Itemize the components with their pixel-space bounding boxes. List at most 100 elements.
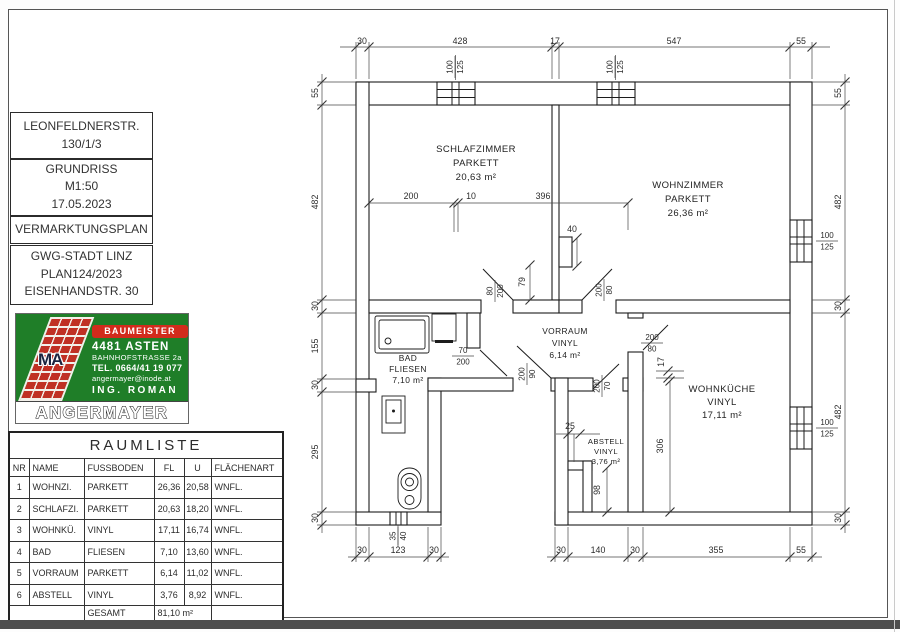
dim-label: 30 bbox=[630, 545, 640, 555]
page-bottom-bar bbox=[0, 620, 900, 629]
door-size-label: 70 200 bbox=[452, 346, 474, 367]
room-area: 7,10 m² bbox=[392, 375, 423, 385]
title-block-doc: GRUNDRISS M1:50 17.05.2023 bbox=[10, 158, 153, 216]
logo-email: angermayer@inode.at bbox=[92, 374, 172, 383]
dim-label: 98 bbox=[592, 485, 602, 495]
cell-u: 8,92 bbox=[183, 583, 212, 606]
dim-label: 396 bbox=[536, 191, 551, 201]
window-size-label: 100 125 bbox=[606, 56, 625, 78]
table-row: 5 VORRAUM PARKETT 6,14 11,02 WNFL. bbox=[8, 562, 284, 585]
logo-phone: TEL. 0664/41 19 077 bbox=[92, 363, 183, 373]
dim-label: 30 bbox=[556, 545, 566, 555]
dim-label: 40 bbox=[567, 224, 577, 234]
window-size-label: 100 125 bbox=[816, 418, 838, 439]
room-floor: VINYL bbox=[552, 338, 578, 348]
room-floor: VINYL bbox=[707, 397, 736, 408]
room-floor: PARKETT bbox=[665, 194, 711, 205]
client-line2: PLAN124/2023 bbox=[40, 266, 123, 281]
table-row: 1 WOHNZI. PARKETT 26,36 20,58 WNFL. bbox=[8, 476, 284, 499]
room-name: ABSTELL bbox=[588, 437, 624, 446]
logo-owner: ING. ROMAN bbox=[92, 385, 179, 396]
room-floor: FLIESEN bbox=[389, 364, 427, 374]
dim-label: 30 bbox=[833, 301, 843, 311]
address-line1: LEONFELDNERSTR. bbox=[23, 119, 140, 133]
door-size-label: 200 70 bbox=[593, 375, 612, 397]
dim-label: 55 bbox=[796, 36, 806, 46]
title-block-address: LEONFELDNERSTR. 130/1/3 bbox=[10, 112, 153, 159]
washbasin-icon bbox=[431, 313, 457, 343]
vent-size-label: 35 40 bbox=[389, 527, 408, 545]
window-size-label: 100 125 bbox=[816, 231, 838, 252]
window-width: 100 bbox=[820, 418, 834, 427]
dim-label: 547 bbox=[667, 36, 682, 46]
room-name: SCHLAFZIMMER bbox=[436, 144, 516, 155]
door-width: 70 bbox=[459, 346, 468, 355]
bathtub-icon bbox=[374, 315, 430, 354]
opening-size-labels: 100 125 100 125 100 125 100 125 35 bbox=[389, 56, 838, 545]
room-area: 17,11 m² bbox=[702, 410, 742, 421]
door-width: 200 bbox=[645, 333, 659, 342]
window-height: 125 bbox=[616, 60, 625, 74]
window-height: 125 bbox=[820, 243, 834, 252]
dim-label: 30 bbox=[310, 513, 320, 523]
plan-usage: VERMARKTUNGSPLAN bbox=[15, 222, 148, 237]
window-height: 125 bbox=[820, 430, 834, 439]
logo-city: 4481 ASTEN bbox=[92, 341, 170, 353]
dim-label: 25 bbox=[565, 421, 575, 431]
door-size-label: 200 90 bbox=[518, 363, 537, 385]
room-floor: VINYL bbox=[594, 447, 618, 456]
table-row: 3 WOHNKÜ. VINYL 17,11 16,74 WNFL. bbox=[8, 519, 284, 542]
logo-contact-block: 4481 ASTEN BAHNHOFSTRASSE 2a TEL. 0664/4… bbox=[92, 341, 186, 397]
dim-label: 123 bbox=[391, 545, 406, 555]
door-height: 200 bbox=[456, 358, 470, 367]
door-height: 200 bbox=[496, 284, 505, 298]
table-row: 2 SCHLAFZI. PARKETT 20,63 18,20 WNFL. bbox=[8, 497, 284, 520]
room-labels: SCHLAFZIMMER PARKETT 20,63 m² WOHNZIMMER… bbox=[389, 144, 755, 466]
room-name: BAD bbox=[399, 353, 417, 363]
col-header-u: U bbox=[183, 458, 212, 477]
table-row: 6 ABSTELL VINYL 3,76 8,92 WNFL. bbox=[8, 583, 284, 606]
walls bbox=[355, 81, 813, 526]
window-size-label: 100 125 bbox=[446, 56, 465, 78]
dim-label: 30 bbox=[357, 545, 367, 555]
door-height: 70 bbox=[603, 381, 612, 390]
window-width: 100 bbox=[820, 231, 834, 240]
dim-label: 10 bbox=[466, 191, 476, 201]
room-floor: PARKETT bbox=[453, 158, 499, 169]
title-block-usage: VERMARKTUNGSPLAN bbox=[10, 216, 153, 244]
room-area: 20,63 m² bbox=[456, 172, 497, 183]
page-edge-line bbox=[894, 0, 895, 632]
dim-label: 155 bbox=[310, 339, 320, 354]
doc-date: 17.05.2023 bbox=[51, 196, 112, 211]
title-block-client: GWG-STADT LINZ PLAN124/2023 EISENHANDSTR… bbox=[10, 244, 153, 305]
company-logo: MA BAUMEISTER 4481 ASTEN BAHNHOFSTRASSE … bbox=[15, 313, 189, 424]
door-width: 80 bbox=[486, 286, 495, 295]
door-width: 200 bbox=[593, 379, 602, 393]
logo-green-field: MA BAUMEISTER 4481 ASTEN BAHNHOFSTRASSE … bbox=[16, 314, 188, 401]
client-line3: EISENHANDSTR. 30 bbox=[24, 284, 139, 299]
door-height: 80 bbox=[605, 285, 614, 294]
door-height: 90 bbox=[528, 369, 537, 378]
room-name: VORRAUM bbox=[542, 326, 588, 336]
window-height: 125 bbox=[456, 60, 465, 74]
room-list-table: RAUMLISTE NR NAME FUSSBODEN FL U FLÄCHEN… bbox=[8, 431, 284, 622]
dim-label: 79 bbox=[517, 277, 527, 287]
logo-company-name: ANGERMAYER bbox=[36, 404, 169, 422]
room-area: 3,76 m² bbox=[592, 457, 621, 466]
dimension-lines bbox=[316, 41, 851, 563]
logo-company-band: ANGERMAYER bbox=[16, 401, 188, 423]
doc-scale: M1:50 bbox=[64, 179, 99, 194]
logo-monogram: MA bbox=[38, 350, 63, 369]
door-width: 200 bbox=[518, 367, 527, 381]
toilet-icon bbox=[397, 467, 422, 510]
dim-label: 30 bbox=[357, 36, 367, 46]
door-swings bbox=[479, 268, 669, 390]
door-size-label: 80 200 bbox=[486, 280, 505, 302]
cell-art: WNFL. bbox=[210, 583, 284, 606]
dim-label: 17 bbox=[550, 36, 560, 46]
logo-company-name-svg: ANGERMAYER bbox=[35, 403, 169, 422]
dim-label: 55 bbox=[310, 88, 320, 98]
windows bbox=[389, 81, 813, 526]
table-row: 4 BAD FLIESEN 7,10 13,60 WNFL. bbox=[8, 540, 284, 563]
